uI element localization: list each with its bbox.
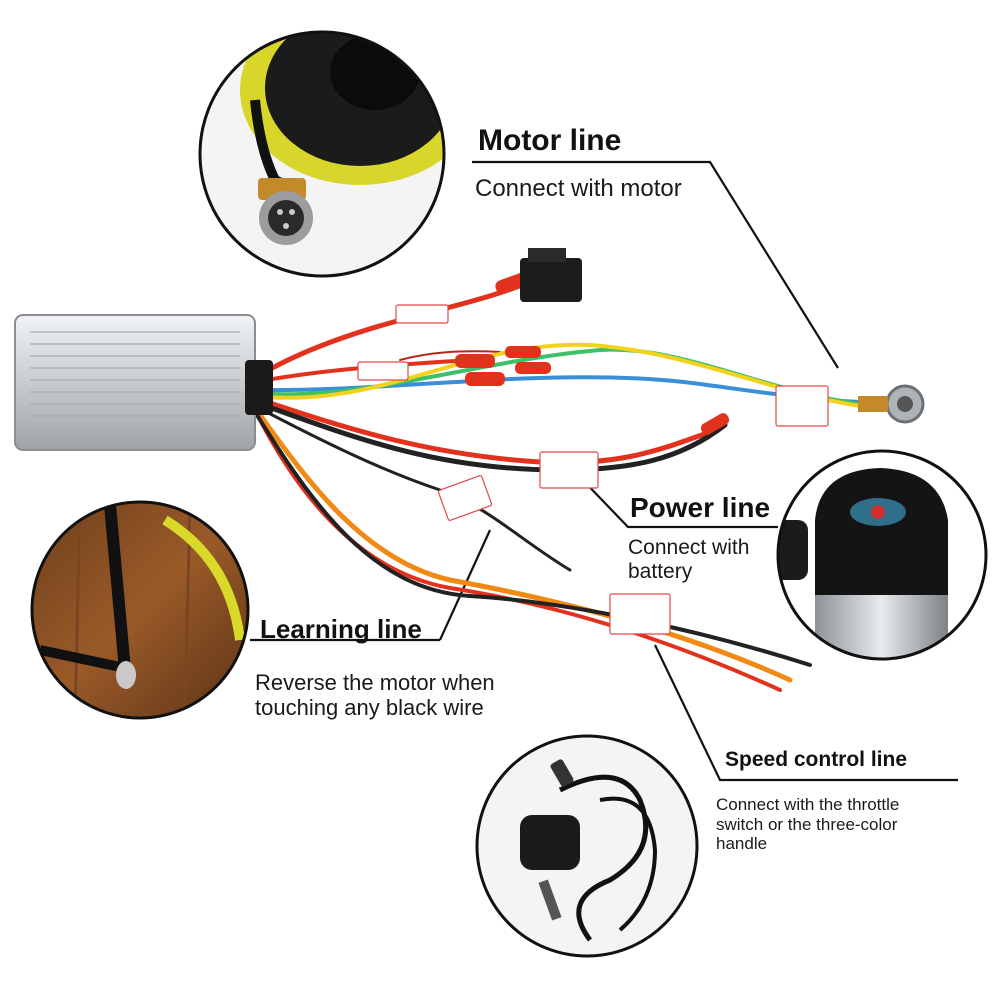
wire-yellow [253, 342, 862, 408]
motor-leader [472, 160, 839, 369]
wire-red-mid [253, 358, 472, 384]
wire-red-power [252, 395, 713, 466]
power-leader [576, 473, 778, 529]
leader-lines [250, 160, 958, 782]
connectors [455, 248, 925, 435]
motor-connector-photo-icon [200, 32, 444, 276]
speed-control-line-desc: Connect with the throttle switch or the … [716, 795, 900, 854]
motor-line-title: Motor line [478, 124, 622, 157]
wire-black-throttle [253, 410, 812, 667]
learning-line-title: Learning line [260, 614, 422, 644]
wire-red-throttle [253, 408, 782, 692]
wire-tags [357, 304, 829, 635]
power-line-title: Power line [630, 492, 771, 523]
motor-line-desc: Connect with motor [475, 175, 682, 202]
speed-control-line-title: Speed control line [725, 748, 908, 771]
learning-line-desc: Reverse the motor when touching any blac… [255, 670, 495, 721]
wire-orange-throttle [252, 405, 793, 683]
power-line-desc: Connect with battery [628, 536, 750, 584]
wire-red-thin [399, 350, 501, 361]
learning-wire-photo-icon [32, 502, 248, 718]
controller-box-icon [14, 314, 273, 451]
speed-leader [654, 644, 958, 782]
battery-pack-photo-icon [778, 451, 986, 659]
throttle-switch-photo-icon [477, 736, 697, 956]
